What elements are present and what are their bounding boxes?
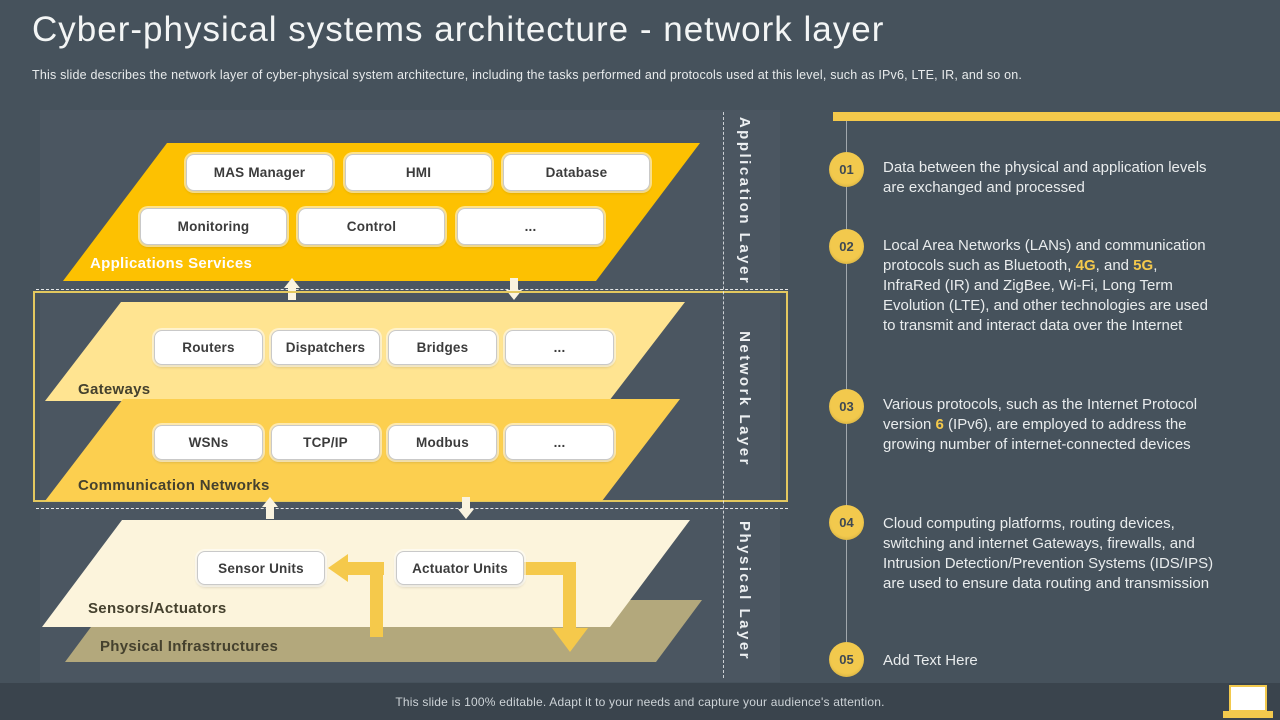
- applications-services-label: Applications Services: [90, 255, 253, 272]
- app-network-divider: [36, 289, 788, 290]
- chip-actuator-units[interactable]: Actuator Units: [396, 551, 524, 585]
- chip-wsns[interactable]: WSNs: [154, 425, 263, 460]
- chip-hmi[interactable]: HMI: [345, 154, 492, 191]
- chip-modbus[interactable]: Modbus: [388, 425, 497, 460]
- chip-app-ellipsis[interactable]: ...: [457, 208, 604, 245]
- application-layer-label: Application Layer: [736, 116, 753, 286]
- physical-infrastructures-label: Physical Infrastructures: [100, 638, 279, 655]
- communication-networks-label: Communication Networks: [78, 477, 270, 494]
- step-02-text: Local Area Networks (LANs) and communica…: [883, 237, 1208, 334]
- chip-mas-manager[interactable]: MAS Manager: [186, 154, 333, 191]
- chip-gateway-ellipsis[interactable]: ...: [505, 330, 614, 365]
- network-physical-divider: [36, 508, 788, 509]
- accent-bar: [833, 112, 1280, 121]
- page-title: Cyber-physical systems architecture - ne…: [32, 10, 885, 49]
- step-02-badge: 02: [829, 229, 864, 264]
- step-04-badge: 04: [829, 505, 864, 540]
- up-arrow-icon: [284, 278, 300, 300]
- footer-bar: This slide is 100% editable. Adapt it to…: [0, 683, 1280, 720]
- step-03-text: Various protocols, such as the Internet …: [883, 396, 1198, 453]
- chip-comm-ellipsis[interactable]: ...: [505, 425, 614, 460]
- chip-bridges[interactable]: Bridges: [388, 330, 497, 365]
- chip-control[interactable]: Control: [298, 208, 445, 245]
- chip-dispatchers[interactable]: Dispatchers: [271, 330, 380, 365]
- physical-layer-label: Physical Layer: [736, 520, 753, 662]
- step-05-badge: 05: [829, 642, 864, 677]
- step-03-badge: 03: [829, 389, 864, 424]
- step-04-text: Cloud computing platforms, routing devic…: [883, 515, 1214, 592]
- laptop-icon-base: [1223, 711, 1273, 718]
- page-subtitle: This slide describes the network layer o…: [32, 68, 1023, 82]
- gateways-label: Gateways: [78, 381, 151, 398]
- chip-tcpip[interactable]: TCP/IP: [271, 425, 380, 460]
- chip-monitoring[interactable]: Monitoring: [140, 208, 287, 245]
- footer-text: This slide is 100% editable. Adapt it to…: [395, 694, 885, 709]
- sensors-actuators-label: Sensors/Actuators: [88, 600, 227, 617]
- step-01-badge: 01: [829, 152, 864, 187]
- network-layer-label: Network Layer: [736, 331, 753, 467]
- down-arrow-icon: [506, 278, 522, 300]
- laptop-icon: [1229, 685, 1267, 712]
- down-arrow-icon: [458, 497, 474, 519]
- step-01-text: Data between the physical and applicatio…: [883, 159, 1207, 196]
- chip-routers[interactable]: Routers: [154, 330, 263, 365]
- network-layer-box: [33, 291, 788, 502]
- chip-sensor-units[interactable]: Sensor Units: [197, 551, 325, 585]
- step-05-text[interactable]: Add Text Here: [883, 652, 978, 669]
- up-arrow-icon: [262, 497, 278, 519]
- chip-database[interactable]: Database: [503, 154, 650, 191]
- layer-label-divider: [723, 112, 724, 678]
